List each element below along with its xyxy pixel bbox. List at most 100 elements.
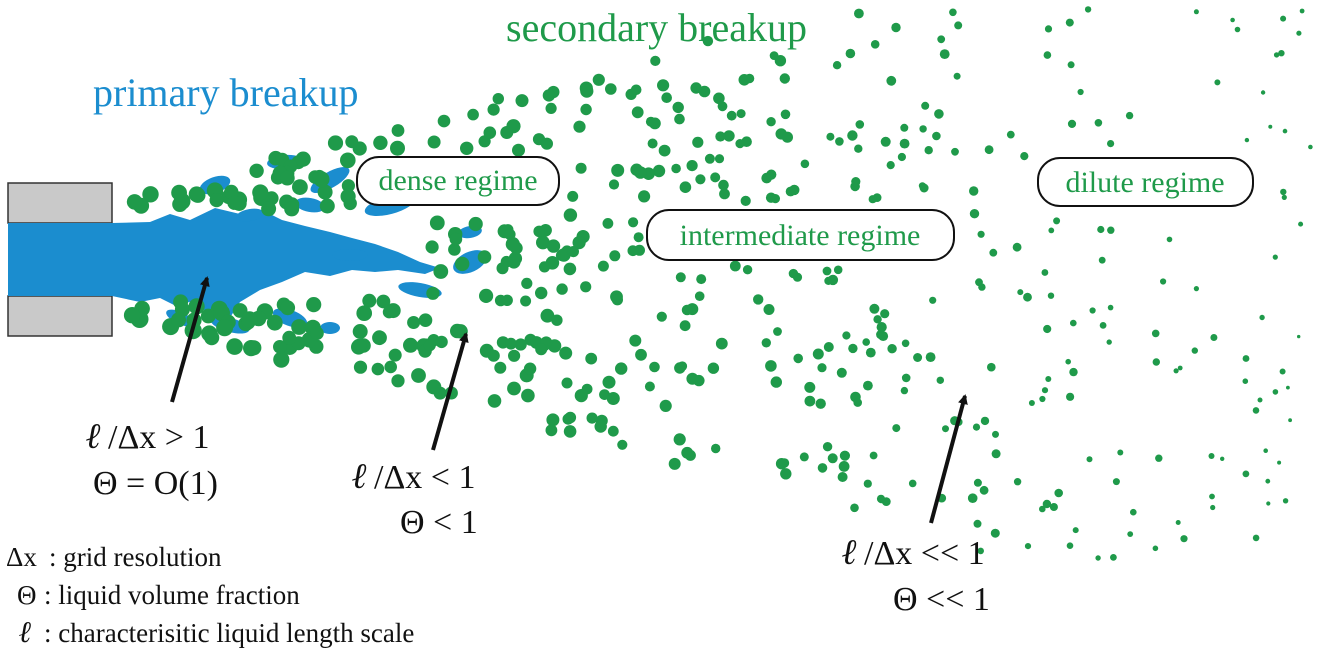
droplet <box>1234 26 1241 33</box>
droplet <box>949 8 957 17</box>
spray-droplets <box>123 6 1313 561</box>
droplet <box>407 316 421 329</box>
droplet <box>1152 545 1159 552</box>
droplet <box>310 326 324 340</box>
droplet <box>812 348 824 360</box>
droplet <box>266 314 283 331</box>
droplet <box>455 256 470 272</box>
droplet <box>425 240 439 254</box>
droplet <box>249 163 264 178</box>
droplet <box>467 108 479 121</box>
droplet <box>384 360 398 374</box>
droplet <box>1045 376 1052 382</box>
droplet <box>675 272 686 283</box>
droplet <box>939 49 950 59</box>
droplet <box>659 399 672 412</box>
droplet <box>605 83 617 95</box>
droplet <box>878 331 889 341</box>
droplet <box>924 146 933 155</box>
legend-ell-text: : characterisitic liquid length scale <box>44 618 414 648</box>
droplet <box>382 305 396 319</box>
droplet <box>1094 119 1103 127</box>
droplet <box>1066 542 1074 549</box>
droplet <box>984 145 994 155</box>
droplet <box>190 187 206 203</box>
droplet <box>284 201 300 217</box>
droplet <box>500 126 514 139</box>
droplet <box>313 171 330 188</box>
droplet <box>793 353 803 364</box>
droplet <box>609 250 621 262</box>
droplet <box>770 194 781 204</box>
droplet <box>989 248 998 257</box>
droplet <box>932 131 941 141</box>
droplet <box>901 373 911 383</box>
droplet <box>123 307 141 324</box>
theta-label-2: Θ < 1 <box>400 504 478 541</box>
liquid-fragment <box>320 322 340 334</box>
droplet <box>789 184 800 196</box>
droplet <box>567 246 580 258</box>
droplet <box>686 372 699 385</box>
droplet <box>901 339 910 348</box>
droplet <box>292 179 308 196</box>
droplet <box>715 131 726 142</box>
droplet <box>868 195 877 204</box>
droplet <box>1278 50 1285 57</box>
droplet <box>1072 527 1079 534</box>
droplet <box>876 494 886 503</box>
droplet <box>723 130 735 142</box>
droplet <box>535 343 548 356</box>
droplet <box>403 337 418 353</box>
droplet <box>1288 418 1292 423</box>
droplet <box>1252 407 1260 414</box>
droplet <box>492 93 504 105</box>
legend-dx-text: : grid resolution <box>49 542 222 572</box>
droplet <box>1152 358 1161 366</box>
annotation-primary: ℓ /Δx > 1 Θ = O(1) <box>86 416 218 502</box>
droplet <box>535 286 548 300</box>
droplet <box>540 137 554 150</box>
droplet <box>1244 137 1250 143</box>
legend-dx-symbol: Δx <box>6 542 37 572</box>
droplet <box>1043 51 1052 59</box>
droplet <box>216 319 234 337</box>
droplet <box>800 159 810 169</box>
droplet <box>1252 534 1260 542</box>
dilute-regime-text: dilute regime <box>1065 166 1224 199</box>
droplet <box>435 335 448 349</box>
droplet <box>1280 188 1287 196</box>
droplet <box>779 73 790 84</box>
arrow-dense <box>431 332 469 451</box>
droplet <box>629 334 642 347</box>
droplet <box>870 40 880 49</box>
legend: Δx : grid resolution Θ : liquid volume f… <box>6 542 414 649</box>
droplet <box>1191 347 1199 354</box>
droplet <box>429 215 445 231</box>
droplet <box>371 362 385 376</box>
droplet <box>273 351 290 368</box>
droplet <box>696 274 707 285</box>
droplet <box>561 377 573 389</box>
dense-regime-text: dense regime <box>378 164 537 197</box>
droplet <box>1048 227 1055 234</box>
droplet <box>224 184 239 200</box>
droplet <box>352 324 368 339</box>
droplet <box>740 195 751 206</box>
droplet <box>1069 367 1078 377</box>
droplet <box>1242 378 1249 385</box>
droplet <box>418 313 433 328</box>
droplet <box>514 338 527 351</box>
droplet <box>827 274 839 286</box>
droplet <box>718 179 729 191</box>
droplet <box>580 84 594 98</box>
droplet <box>551 314 563 326</box>
droplet <box>1110 554 1117 561</box>
droplet <box>848 343 858 354</box>
droplet <box>1263 448 1268 454</box>
droplet <box>763 304 775 315</box>
droplet <box>327 135 344 151</box>
droplet <box>546 413 560 427</box>
droplet <box>356 305 373 322</box>
